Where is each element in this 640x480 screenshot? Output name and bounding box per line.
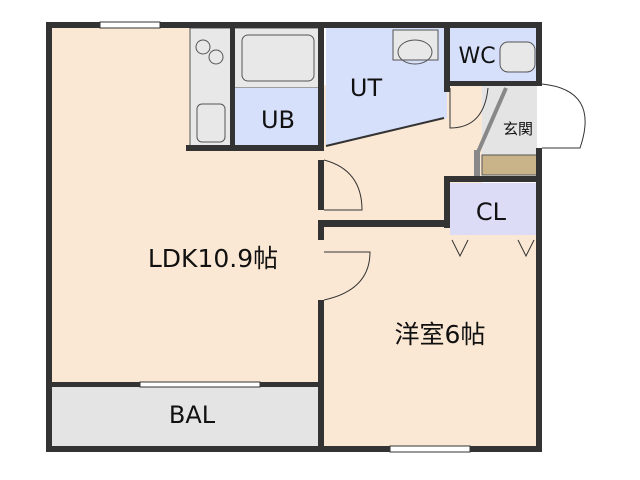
entrance-door-swing xyxy=(541,83,586,149)
label-ldk: LDK10.9帖 xyxy=(148,244,278,273)
door-swing xyxy=(323,159,363,211)
ub-floor xyxy=(234,88,322,146)
stove-burner-icon xyxy=(195,39,211,55)
sliding-door xyxy=(325,117,445,147)
stove-burner-icon xyxy=(208,49,224,65)
label-closet: CL xyxy=(476,198,507,226)
balcony-floor xyxy=(50,385,322,450)
label-genkan: 玄関 xyxy=(503,120,533,138)
closet-floor xyxy=(450,183,537,235)
door-swing xyxy=(449,87,489,129)
window xyxy=(389,445,471,453)
bathtub-icon xyxy=(241,34,315,82)
label-ut: UT xyxy=(350,74,383,102)
door-swing xyxy=(323,251,371,301)
label-western-room: 洋室6帖 xyxy=(395,320,486,349)
window xyxy=(99,21,161,29)
label-ub: UB xyxy=(261,106,295,134)
toilet-icon xyxy=(499,41,536,73)
genkan-partition xyxy=(476,87,508,153)
genkan-step xyxy=(481,154,538,176)
bathtub-area xyxy=(233,27,323,89)
label-wc: WC xyxy=(458,44,495,69)
window xyxy=(139,381,261,388)
basin-bowl-icon xyxy=(397,39,433,65)
label-balcony: BAL xyxy=(169,401,216,429)
closet-doors xyxy=(451,239,535,258)
western-room-floor xyxy=(322,225,540,450)
genkan-partition xyxy=(474,150,480,176)
sink-icon xyxy=(196,103,226,143)
